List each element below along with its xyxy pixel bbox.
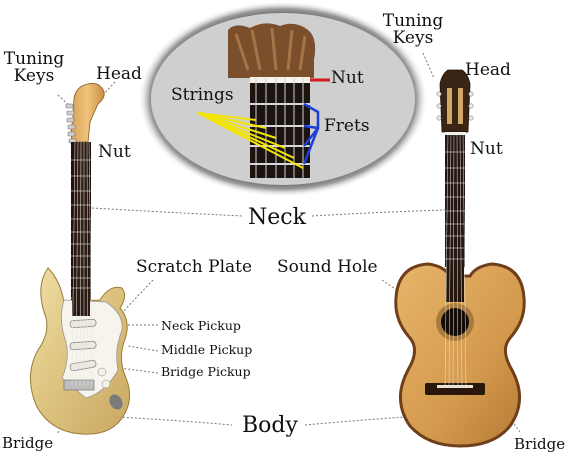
electric-tuning-keys-label: Tuning Keys — [1, 51, 67, 85]
acoustic-tuning-keys-line2: Keys — [392, 28, 434, 48]
acoustic-bridge-label: Bridge — [514, 435, 566, 453]
electric-nut-label: Nut — [98, 142, 131, 162]
middle-pickup-label: Middle Pickup — [161, 342, 253, 357]
acoustic-head-label: Head — [465, 60, 511, 80]
inset-strings-label: Strings — [171, 85, 234, 105]
inset-frets-label: Frets — [324, 116, 370, 136]
inset-nut-label: Nut — [331, 68, 364, 88]
inset-nut — [250, 77, 310, 83]
sound-hole-label: Sound Hole — [277, 257, 378, 277]
acoustic-nut-label: Nut — [470, 139, 503, 159]
scratch-plate-label: Scratch Plate — [136, 257, 253, 277]
inset-frets-pointers — [302, 102, 320, 165]
inset-closeup — [138, 1, 428, 197]
electric-head-label: Head — [96, 64, 142, 84]
electric-bridge-label: Bridge — [2, 434, 54, 452]
electric-tuning-keys-line2: Keys — [13, 66, 55, 86]
inset-strings-pointers — [197, 112, 304, 169]
acoustic-tuning-keys-line1: Tuning — [382, 11, 444, 31]
electric-guitar — [30, 83, 130, 435]
neck-label: Neck — [248, 205, 306, 230]
acoustic-guitar — [394, 69, 526, 448]
bridge-pickup-label: Bridge Pickup — [161, 364, 251, 379]
body-label: Body — [242, 413, 298, 438]
electric-tuning-keys-line1: Tuning — [3, 49, 65, 69]
acoustic-tuning-keys-label: Tuning Keys — [380, 13, 446, 47]
neck-pickup-label: Neck Pickup — [161, 318, 241, 333]
